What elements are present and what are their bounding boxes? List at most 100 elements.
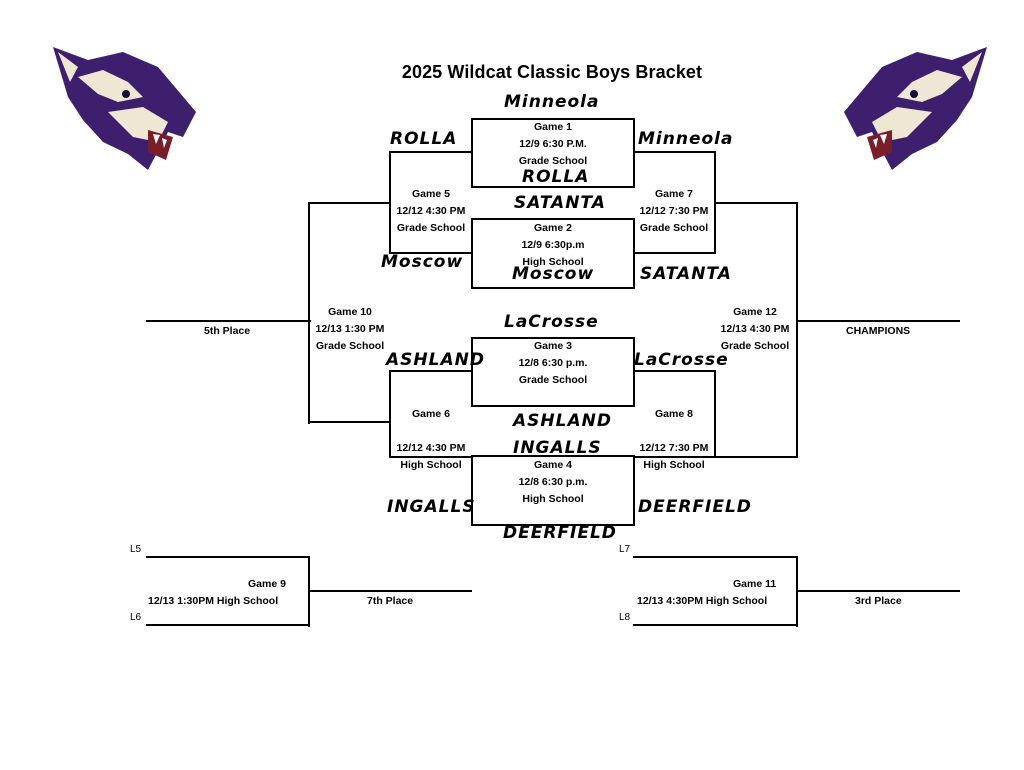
team-g6-top: ASHLAND — [386, 350, 485, 370]
seventh-place-label: 7th Place — [367, 595, 414, 607]
g10-vert-line — [308, 202, 311, 424]
game4-box — [471, 455, 635, 526]
g10-top-line — [308, 202, 391, 205]
g9-bottom-line — [146, 624, 310, 627]
team-g3-top: LaCrosse — [504, 312, 599, 332]
g6-bottom-line — [389, 456, 472, 459]
game2-box — [471, 218, 635, 289]
game6-info: Game 6 12/12 4:30 PM High School — [391, 406, 471, 474]
fifth-place-label: 5th Place — [204, 325, 251, 337]
game12-level: Grade School — [720, 340, 790, 352]
game3-time: 12/8 6:30 p.m. — [518, 357, 588, 369]
game6-name: Game 6 — [412, 408, 450, 420]
team-g8-top: LaCrosse — [634, 350, 729, 370]
team-g1-top: Minneola — [504, 92, 600, 112]
game8-info: Game 8 12/12 7:30 PM High School — [634, 406, 714, 474]
fifth-place-line — [146, 320, 311, 323]
team-g2-bottom: Moscow — [512, 264, 595, 284]
game4-level: High School — [522, 493, 584, 505]
team-g7-bottom: SATANTA — [640, 264, 732, 284]
team-g6-bottom: INGALLS — [387, 497, 476, 517]
game1-level: Grade School — [518, 155, 588, 167]
game2-level: High School — [522, 256, 584, 268]
game1-info: Game 1 12/9 6:30 P.M. Grade School — [471, 119, 635, 170]
game1-name: Game 1 — [534, 121, 572, 133]
g8-top-line — [633, 370, 716, 373]
team-g4-bottom: DEERFIELD — [503, 523, 617, 543]
game2-info: Game 2 12/9 6:30p.m High School — [471, 220, 635, 271]
game6-time: 12/12 4:30 PM — [396, 442, 466, 454]
loser-l6: L6 — [130, 612, 142, 623]
wildcat-logo-right — [844, 47, 987, 170]
loser-l5: L5 — [130, 544, 142, 555]
team-g4-top: INGALLS — [513, 438, 602, 458]
game8-level: High School — [643, 459, 705, 471]
game10-name: Game 10 — [328, 306, 372, 318]
g10-bottom-line — [308, 421, 391, 424]
game9-time: 12/13 1:30PM High School — [148, 595, 279, 607]
loser-l8: L8 — [619, 612, 631, 623]
game10-level: Grade School — [315, 340, 385, 352]
game4-name: Game 4 — [534, 459, 572, 471]
g9-top-line — [146, 556, 310, 559]
game5-name: Game 5 — [412, 188, 450, 200]
game8-name: Game 8 — [655, 408, 693, 420]
game7-level: Grade School — [639, 222, 709, 234]
game11-name: Game 11 — [733, 578, 777, 590]
page-title: 2025 Wildcat Classic Boys Bracket — [401, 62, 703, 82]
g11-top-line — [633, 556, 798, 559]
g8-vert-line — [714, 370, 717, 458]
game5-level: Grade School — [396, 222, 466, 234]
game1-box — [471, 118, 635, 188]
game2-name: Game 2 — [534, 222, 572, 234]
loser-l7: L7 — [619, 544, 631, 555]
game7-name: Game 7 — [655, 188, 693, 200]
team-g2-top: SATANTA — [514, 193, 606, 213]
g5-top-line — [389, 151, 472, 154]
game2-time: 12/9 6:30p.m — [521, 239, 585, 251]
wildcat-logo-left — [53, 47, 196, 170]
game3-level: Grade School — [518, 374, 588, 386]
game8-time: 12/12 7:30 PM — [639, 442, 709, 454]
seventh-place-line — [308, 590, 472, 593]
champions-line — [796, 320, 960, 323]
g12-top-line — [714, 202, 798, 205]
wildcat-logo-icon — [844, 47, 987, 170]
game3-info: Game 3 12/8 6:30 p.m. Grade School — [471, 338, 635, 389]
game12-name: Game 12 — [733, 306, 777, 318]
g12-vert-line — [796, 202, 799, 458]
game3-box — [471, 337, 635, 407]
g12-bottom-line — [714, 456, 798, 459]
game11-time: 12/13 4:30PM High School — [637, 595, 768, 607]
game1-time: 12/9 6:30 P.M. — [519, 138, 587, 150]
game7-time: 12/12 7:30 PM — [639, 205, 709, 217]
team-g8-bottom: DEERFIELD — [638, 497, 752, 517]
team-g7-top: Minneola — [638, 129, 734, 149]
game10-info: Game 10 12/13 1:30 PM Grade School — [310, 304, 390, 355]
game7-info: Game 7 12/12 7:30 PM Grade School — [634, 186, 714, 237]
team-g1-bottom: ROLLA — [522, 167, 590, 187]
game5-info: Game 5 12/12 4:30 PM Grade School — [391, 186, 471, 237]
game5-time: 12/12 4:30 PM — [396, 205, 466, 217]
g6-vert-line — [389, 370, 392, 458]
team-g3-bottom: ASHLAND — [513, 411, 612, 431]
third-place-line — [796, 590, 960, 593]
game9-name: Game 9 — [248, 578, 286, 590]
third-place-label: 3rd Place — [855, 595, 902, 607]
game12-time: 12/13 4:30 PM — [720, 323, 790, 335]
game6-level: High School — [400, 459, 462, 471]
game12-info: Game 12 12/13 4:30 PM Grade School — [715, 304, 795, 355]
game4-info: Game 4 12/8 6:30 p.m. High School — [471, 457, 635, 508]
game3-name: Game 3 — [534, 340, 572, 352]
g7-bottom-line — [633, 252, 716, 255]
game10-time: 12/13 1:30 PM — [315, 323, 385, 335]
game4-time: 12/8 6:30 p.m. — [518, 476, 588, 488]
team-g5-top: ROLLA — [390, 129, 458, 149]
g8-bottom-line — [633, 456, 716, 459]
g6-top-line — [389, 370, 472, 373]
team-g5-bottom: Moscow — [381, 252, 464, 272]
g5-bottom-line — [389, 252, 472, 255]
g7-top-line — [633, 151, 716, 154]
wildcat-logo-icon — [53, 47, 196, 170]
champions-label: CHAMPIONS — [846, 325, 911, 337]
